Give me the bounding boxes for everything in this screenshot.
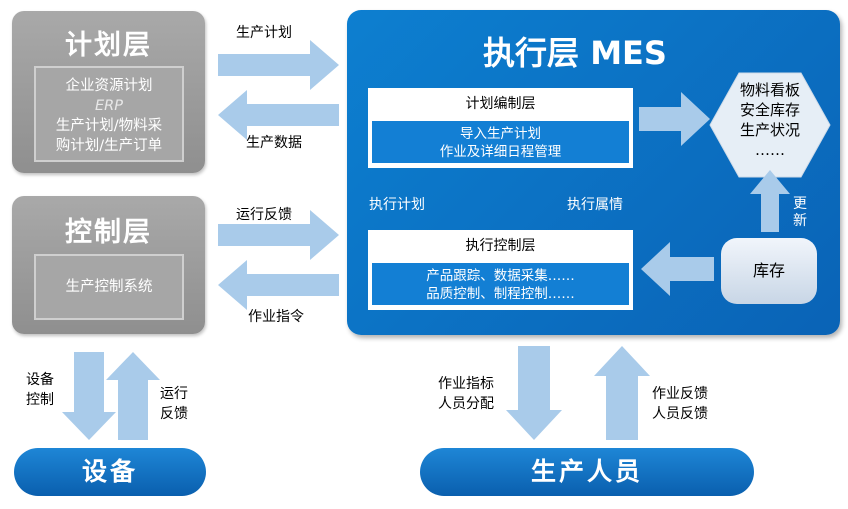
erp-label: 企业资源计划 — [65, 78, 153, 94]
exec-plan-label: 执行计划 — [369, 197, 425, 213]
execution-card-header: 执行控制层 — [465, 238, 536, 254]
planning-layer-content: 企业资源计划 ERP 生产计划/物料采 购计划/生产订单 — [34, 66, 184, 162]
execution-card: 执行控制层 产品跟踪、数据采集…… 品质控制、制程控制…… — [368, 230, 633, 310]
safety-stock-text: 安全库存 — [739, 101, 800, 119]
control-layer-title: 控制层 — [65, 217, 152, 248]
execution-card-body: 产品跟踪、数据采集…… 品质控制、制程控制…… — [372, 263, 629, 305]
arrow-worker-instruction — [506, 346, 562, 440]
update-char-1: 更 — [793, 196, 807, 212]
arrow-work-instruction — [218, 260, 339, 310]
kanban-ellipsis: …… — [755, 141, 785, 159]
update-label: 更 新 — [793, 196, 809, 230]
purchase-plan-line2: 购计划/生产订单 — [55, 138, 163, 154]
work-instruction-label: 作业指令 — [248, 309, 304, 325]
exec-status-label: 执行属情 — [567, 197, 623, 213]
arrow-production-data — [218, 90, 339, 140]
arrow-update — [750, 170, 790, 232]
arrow-worker-feedback — [594, 346, 650, 440]
import-plan-text: 导入生产计划 — [460, 126, 541, 142]
arrow-run-feedback — [218, 210, 339, 260]
worker-instruction-label: 作业指标 人员分配 — [438, 374, 494, 414]
kanban-hexagon-shape — [709, 72, 831, 178]
erp-abbr: ERP — [95, 98, 123, 114]
worker-instruction-line2: 人员分配 — [438, 396, 494, 412]
worker-feedback-line1: 作业反馈 — [652, 386, 708, 402]
arrow-equipment-control — [62, 352, 116, 440]
planning-card-header: 计划编制层 — [465, 96, 536, 112]
equipment-control-line1: 设备 — [26, 372, 54, 388]
worker-feedback-label: 作业反馈 人员反馈 — [652, 384, 708, 424]
equipment-pill: 设备 — [14, 448, 206, 496]
equipment-label: 设备 — [81, 457, 138, 486]
inventory-label: 库存 — [752, 261, 785, 280]
equipment-feedback-line2: 反馈 — [160, 406, 188, 422]
production-status-text: 生产状况 — [739, 121, 800, 139]
equipment-feedback-line1: 运行 — [160, 386, 188, 402]
control-layer-content: 生产控制系统 — [34, 254, 184, 320]
material-kanban-text: 物料看板 — [739, 81, 800, 99]
arrow-production-plan — [218, 40, 339, 90]
arrow-inventory-to-exec — [641, 242, 714, 296]
worker-instruction-line1: 作业指标 — [438, 376, 494, 392]
inventory-box: 库存 — [721, 238, 817, 304]
equipment-control-line2: 控制 — [26, 392, 54, 408]
quality-text: 品质控制、制程控制…… — [426, 286, 575, 302]
control-layer: 控制层 生产控制系统 — [12, 196, 205, 334]
planning-layer: 计划层 企业资源计划 ERP 生产计划/物料采 购计划/生产订单 — [12, 11, 205, 173]
mes-title: 执行层 MES — [483, 34, 667, 72]
production-control-system: 生产控制系统 — [65, 279, 153, 295]
planning-layer-title: 计划层 — [65, 30, 152, 61]
worker-feedback-line2: 人员反馈 — [652, 406, 708, 422]
mes-panel: 执行层 MES 计划编制层 导入生产计划 作业及详细日程管理 执行计划 执行属情… — [347, 10, 840, 335]
kanban-box: 物料看板 安全库存 生产状况 …… — [717, 80, 823, 160]
production-data-label: 生产数据 — [246, 135, 302, 151]
planning-card: 计划编制层 导入生产计划 作业及详细日程管理 — [368, 88, 633, 168]
schedule-mgmt-text: 作业及详细日程管理 — [439, 144, 562, 160]
run-feedback-label: 运行反馈 — [236, 207, 292, 223]
personnel-pill: 生产人员 — [420, 448, 754, 496]
arrow-to-kanban — [639, 92, 710, 146]
planning-card-body: 导入生产计划 作业及详细日程管理 — [372, 121, 629, 163]
purchase-plan-line1: 生产计划/物料采 — [55, 118, 163, 134]
equipment-feedback-label: 运行 反馈 — [160, 384, 188, 424]
tracking-text: 产品跟踪、数据采集…… — [426, 268, 575, 284]
equipment-control-label: 设备 控制 — [26, 370, 54, 410]
personnel-label: 生产人员 — [530, 457, 643, 486]
update-char-2: 新 — [793, 213, 807, 229]
arrow-equipment-feedback — [106, 352, 160, 440]
production-plan-label: 生产计划 — [236, 25, 292, 41]
